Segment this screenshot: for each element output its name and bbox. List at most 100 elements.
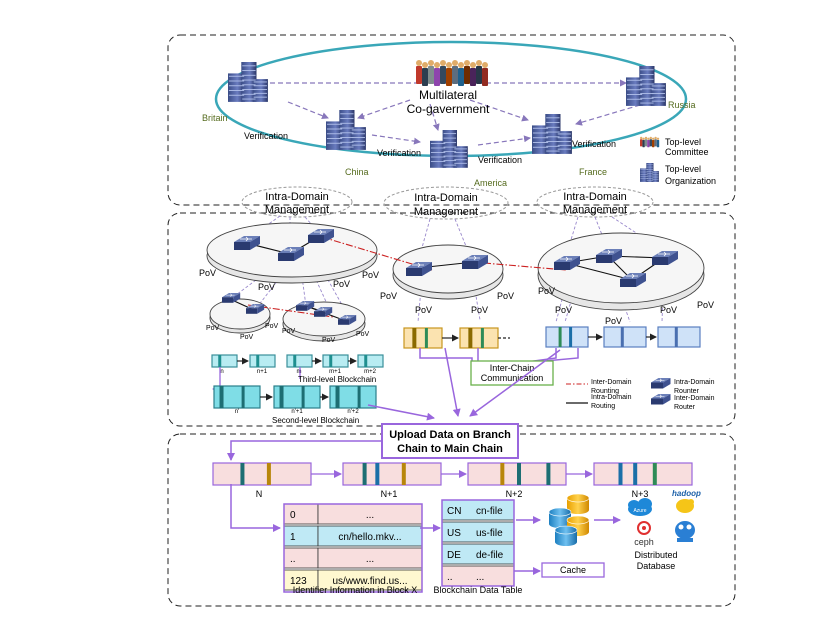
legend-inter-routing-line1: Inter-Domain xyxy=(591,379,632,386)
upload-to-main xyxy=(227,440,382,461)
block xyxy=(403,327,443,349)
organization-icon xyxy=(640,163,659,182)
router-icon xyxy=(296,301,315,311)
top-section-frame xyxy=(167,34,736,206)
legend-inter-routing-line2: Rounting xyxy=(591,388,619,395)
verification-links xyxy=(256,79,641,146)
identifier-id: 123 xyxy=(290,576,307,587)
data-file: cn-file xyxy=(476,506,503,517)
svg-text:Azure: Azure xyxy=(633,508,646,514)
title-line2: Co-gavernment xyxy=(407,102,490,116)
distributed-line2: Database xyxy=(637,561,676,571)
block-label: n'+2 xyxy=(347,409,359,415)
pov-label: PoV xyxy=(258,282,275,292)
block xyxy=(657,326,701,348)
country-china: China xyxy=(345,167,369,177)
pov-label: PoV xyxy=(240,334,254,341)
organization-building-icon xyxy=(228,62,268,102)
block-label: N+2 xyxy=(506,489,523,499)
intra-mgmt-1-line1: Intra-Domain xyxy=(265,191,329,203)
block-label: N+1 xyxy=(381,489,398,499)
main-blockchain: N N+1 N+2 N+3 xyxy=(212,462,693,499)
data-code: CN xyxy=(447,506,461,517)
block xyxy=(211,354,238,368)
router-icon xyxy=(554,256,580,270)
identifier-id: 1 xyxy=(290,532,296,543)
identifier-id: 0 xyxy=(290,510,296,521)
router-icon xyxy=(620,273,646,287)
pov-label: PoV xyxy=(497,291,514,301)
database-stack-icon xyxy=(548,493,590,546)
title-line1: Multilateral xyxy=(419,88,477,102)
block xyxy=(329,385,377,409)
intra-mgmt-2-line2: Management xyxy=(414,206,478,218)
inter-chain-box xyxy=(470,360,554,386)
legend-committee-line2: Committee xyxy=(665,147,709,157)
identifier-value: cn/hello.mkv... xyxy=(338,532,401,543)
router-icon xyxy=(406,262,432,276)
second-level-caption: Second-level Blockchain xyxy=(272,416,359,425)
verification-label: Verification xyxy=(478,155,522,165)
data-code: US xyxy=(447,528,461,539)
legend-inter-router-line1: Inter-Domain xyxy=(674,395,715,402)
legend-organization-line1: Top-level xyxy=(665,164,701,174)
data-caption: Blockchain Data Table xyxy=(434,585,523,595)
router-icon xyxy=(278,247,304,261)
router-icon xyxy=(596,249,622,263)
pov-label: PoV xyxy=(471,305,488,315)
block xyxy=(593,462,693,486)
block xyxy=(603,326,647,348)
committee-icon xyxy=(640,136,660,148)
pov-label: PoV xyxy=(538,286,555,296)
pov-label: PoV xyxy=(282,328,296,335)
intra-mgmt-3-line1: Intra-Domain xyxy=(563,191,627,203)
verification-label: Verification xyxy=(572,139,616,149)
hadoop-icon: hadoop xyxy=(672,489,701,513)
distributed-line1: Distributed xyxy=(634,550,677,560)
router-icon xyxy=(246,304,265,314)
block xyxy=(357,354,384,368)
router-icon xyxy=(234,236,260,250)
svg-text:hadoop: hadoop xyxy=(672,489,701,498)
block-label: N xyxy=(256,489,263,499)
organization-building-icon xyxy=(626,66,666,106)
top-legend: Top-level Committee Top-level Organizati… xyxy=(640,136,716,186)
block xyxy=(286,354,313,368)
country-russia: Russia xyxy=(668,100,696,110)
upload-line2: Chain to Main Chain xyxy=(397,443,503,455)
cache-box xyxy=(541,562,605,578)
router-icon xyxy=(308,229,334,243)
organization-building-icon xyxy=(640,163,659,182)
block xyxy=(545,326,589,348)
pov-label: PoV xyxy=(322,337,336,344)
pov-label: PoV xyxy=(199,268,216,278)
domain-blockchains xyxy=(403,326,701,349)
block-label: m+1 xyxy=(329,369,342,375)
committee-crowd xyxy=(416,60,488,86)
data-file: ... xyxy=(476,572,484,583)
block-label: n'+1 xyxy=(291,409,303,415)
upload-line1: Upload Data on Branch xyxy=(389,429,511,441)
identifier-caption: Identifier Information in Block X xyxy=(293,585,418,595)
block-label: m xyxy=(297,369,302,375)
legend-committee-line1: Top-level xyxy=(665,137,701,147)
pov-label: PoV xyxy=(265,323,279,330)
cache-label: Cache xyxy=(560,565,586,575)
identifier-value: us/www.find.us... xyxy=(332,576,407,587)
pov-label: PoV xyxy=(415,305,432,315)
block xyxy=(249,354,276,368)
pov-label: PoV xyxy=(697,300,714,310)
verification-label: Verification xyxy=(244,131,288,141)
identifier-id: .. xyxy=(290,554,296,565)
inter-chain-line2: Communication xyxy=(481,373,544,383)
legend-organization-line2: Organization xyxy=(665,176,716,186)
block-label: N+3 xyxy=(632,489,649,499)
intra-mgmt-2-line1: Intra-Domain xyxy=(414,192,478,204)
inter-chain-line1: Inter-Chain xyxy=(490,363,535,373)
block xyxy=(342,462,442,486)
legend-intra-routing-line2: Routing xyxy=(591,403,615,410)
legend-inter-router-line2: Router xyxy=(674,404,696,411)
